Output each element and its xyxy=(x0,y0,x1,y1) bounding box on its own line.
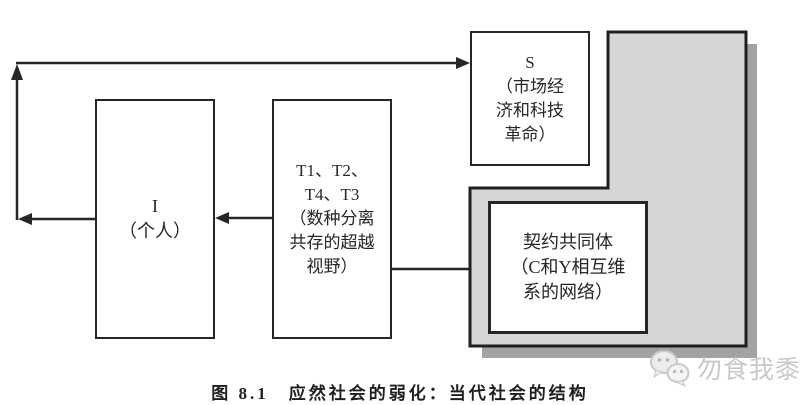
market-box-line4: 革命） xyxy=(504,124,556,144)
contract-box-line2: （C和Y相互维 xyxy=(510,257,626,277)
transcendent-box-line2: T4、T3 xyxy=(304,185,360,204)
arrowhead-left2-icon xyxy=(215,212,229,224)
contract-community-box: 契约共同体 （C和Y相互维 系的网络） xyxy=(488,201,648,334)
contract-box-line3: 系的网络） xyxy=(523,282,613,302)
contract-box-line1: 契约共同体 xyxy=(523,232,613,252)
transcendent-box-line5: 视野） xyxy=(306,257,358,276)
transcendent-box-line1: T1、T2、 xyxy=(296,161,368,180)
individual-box: I （个人） xyxy=(95,99,215,339)
market-box-line2: （市场经 xyxy=(496,76,564,96)
arrowhead-up-icon xyxy=(11,64,23,80)
transcendent-box-line3: （数种分离 xyxy=(289,209,375,228)
individual-box-line2: （个人） xyxy=(119,221,191,241)
wechat-chat-bubbles-icon xyxy=(650,350,690,387)
market-box-line3: 济和科技 xyxy=(496,100,564,120)
watermark: 勿食我黍 xyxy=(649,349,800,387)
watermark-text: 勿食我黍 xyxy=(697,357,800,384)
figure-caption: 图 8.1 应然社会的弱化：当代社会的结构 xyxy=(211,384,589,403)
market-economy-box: S （市场经 济和科技 革命） xyxy=(470,31,590,166)
individual-box-line1: I xyxy=(152,196,158,216)
arrowhead-right-icon xyxy=(456,57,470,69)
arrowhead-left-icon xyxy=(18,213,32,225)
transcendent-visions-box: T1、T2、 T4、T3 （数种分离 共存的超越 视野） xyxy=(272,99,392,339)
market-box-line1: S xyxy=(525,52,535,72)
transcendent-box-line4: 共存的超越 xyxy=(289,233,375,252)
